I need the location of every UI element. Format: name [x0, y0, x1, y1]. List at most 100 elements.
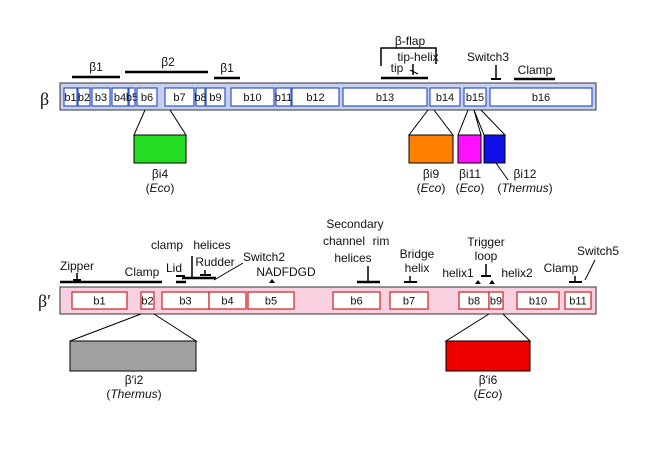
bp-segment-box — [389, 291, 429, 310]
bp-insert-i6-box — [445, 340, 531, 372]
beta-segment-label: b11 — [275, 92, 293, 104]
beta-insert-i9-name: βi9 — [423, 167, 440, 181]
bp-zipper-label: Zipper — [60, 259, 94, 273]
bp-segment-label: b10 — [529, 296, 547, 308]
beta-segment-label: b15 — [466, 92, 484, 104]
beta-flap-bracket — [380, 47, 437, 66]
bp-segment-label: b2 — [141, 296, 153, 308]
beta-segment-label: b6 — [141, 92, 153, 104]
beta-segment-box — [275, 87, 292, 107]
bp-segment-label: b5 — [265, 296, 277, 308]
beta-segment-label: b2 — [78, 92, 90, 104]
beta-segment-box — [463, 87, 487, 107]
bp-clamp-helices-clamp: clamp — [151, 238, 183, 252]
beta-segment-label: b4 — [114, 92, 126, 104]
bp-segment-box — [208, 291, 247, 310]
bp-segment-label: b9 — [490, 296, 502, 308]
bp-segment-label: b11 — [569, 296, 587, 308]
bp-segment-box — [516, 291, 560, 310]
beta-insert-i11-name: βi11 — [459, 167, 481, 181]
beta-segment-box — [195, 87, 206, 107]
bp-helix2-label: helix2 — [501, 266, 533, 280]
bp-secondary-line1: Secondary — [326, 217, 383, 231]
beta-clamp-label: Clamp — [518, 63, 553, 77]
bp-lid-label: Lid — [166, 261, 182, 275]
bp-insert-i2-name: β′i2 — [125, 373, 144, 387]
bp-insert-i6-connector — [444, 313, 532, 342]
bp-segment-label: b7 — [403, 296, 415, 308]
bp-segment-box — [71, 291, 128, 310]
beta-segment-box — [291, 87, 340, 107]
bp-helix2-marker — [489, 280, 495, 284]
beta-segment-label: b7 — [173, 92, 185, 104]
bp-insert-i2-connector — [69, 313, 198, 342]
bp-insert-i2-box — [69, 340, 197, 372]
bp-switch5-label: Switch5 — [577, 244, 619, 258]
bp-nadfdgd-marker — [269, 279, 275, 283]
bp-segment-box — [564, 291, 592, 310]
beta-segment-box — [111, 87, 129, 107]
beta-insert-i11-source: (Eco) — [456, 181, 485, 195]
beta-segment-label: b5 — [126, 92, 138, 104]
bp-clamp-helices-helices: helices — [193, 238, 230, 252]
beta-insert-i9-box — [408, 134, 454, 164]
beta-segment-label: b10 — [243, 92, 261, 104]
bp-segment-label: b1 — [93, 296, 105, 308]
beta-insert-i12-pointer — [495, 162, 509, 181]
beta-insert-i12-name: βi12 — [514, 167, 537, 181]
beta-segment-box — [164, 87, 195, 107]
beta-insert-i12-connector — [473, 109, 507, 136]
beta-insert-i9-source: (Eco) — [417, 181, 446, 195]
bp-bridge-line1: Bridge — [400, 247, 435, 261]
beta-segment-box — [230, 87, 275, 107]
beta-flap-tip-helix: tip-helix — [397, 50, 438, 64]
beta-insert-i4-name: βi4 — [152, 167, 169, 181]
bp-secondary-line3: helices — [334, 251, 371, 265]
beta-prime-symbol: β′ — [38, 291, 51, 311]
bp-insert-i6-source: (Eco) — [474, 387, 503, 401]
beta-insert-i12-box — [483, 134, 506, 164]
beta-segment-label: b16 — [532, 92, 550, 104]
bp-segment-label: b4 — [221, 296, 233, 308]
beta-insert-i11-box — [457, 134, 482, 164]
bp-segment-box — [247, 291, 295, 310]
beta-segment-label: b14 — [436, 92, 454, 104]
beta-symbol: β — [40, 89, 49, 109]
beta-segment-box — [429, 87, 461, 107]
bp-insert-i2-source: (Thermus) — [106, 387, 161, 401]
beta-switch3-label: Switch3 — [467, 50, 509, 64]
beta-insert-i4-connector — [133, 109, 187, 136]
bp-helix1-marker — [475, 280, 481, 284]
bp-segment-box — [140, 291, 155, 310]
bp-switch5-pointer — [584, 259, 596, 281]
bp-switch2-pointer — [213, 262, 244, 281]
beta-segment-label: b9 — [209, 92, 221, 104]
bp-switch2-label: Switch2 — [243, 250, 285, 264]
bp-segment-box — [332, 291, 381, 310]
bp-segment-label: b8 — [468, 296, 480, 308]
beta-segment-box — [342, 87, 428, 107]
bp-secondary-line2: channel — [323, 234, 365, 248]
bp-segment-box — [488, 291, 504, 310]
beta-flap-tip: tip — [391, 61, 404, 75]
beta-region-b1-right: β1 — [220, 61, 234, 75]
beta-segment-box — [77, 87, 91, 107]
beta-insert-i4-box — [133, 134, 187, 164]
beta-insert-i11-connector — [457, 109, 482, 136]
beta-region-b1-left: β1 — [89, 60, 103, 74]
bp-trigger-line1: Trigger — [467, 235, 505, 249]
beta-insert-i9-connector — [407, 109, 455, 136]
beta-segment-label: b1 — [64, 92, 76, 104]
beta-segment-box — [489, 87, 593, 107]
beta-insert-i4-source: (Eco) — [146, 181, 175, 195]
beta-segment-label: b12 — [306, 92, 324, 104]
beta-segment-label: b3 — [95, 92, 107, 104]
beta-segment-box — [128, 87, 136, 107]
bp-insert-i6-name: β′i6 — [479, 373, 498, 387]
beta-segment-label: b13 — [376, 92, 394, 104]
beta-segment-box — [91, 87, 111, 107]
bp-helix1-label: helix1 — [442, 266, 474, 280]
